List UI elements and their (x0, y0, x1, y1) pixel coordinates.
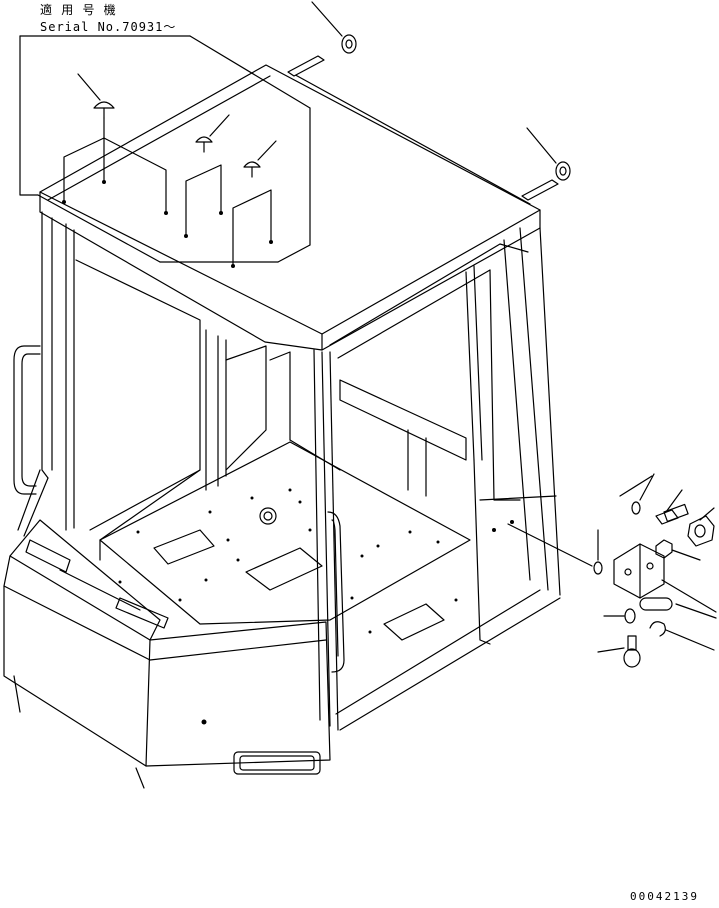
washer-icon (632, 502, 640, 514)
striker-plate-icon (640, 598, 672, 610)
push-clip-icon (196, 115, 229, 152)
grommet-icon (288, 2, 356, 76)
roof-clip-leaders (64, 138, 271, 266)
applicability-label: 適 用 号 機 (40, 3, 117, 17)
step-handle (234, 752, 320, 774)
push-clip-icon (244, 141, 276, 177)
grab-handle-left (14, 346, 40, 494)
cab-floor (100, 380, 470, 640)
push-clip-icon (78, 74, 114, 138)
washer-icon (508, 524, 602, 574)
washer-icon (625, 609, 635, 623)
clip-icon (650, 622, 665, 636)
nut-icon (688, 516, 714, 546)
front-console (4, 520, 330, 788)
roof-panel (40, 65, 540, 350)
cab-frame (18, 212, 560, 730)
nut-icon (656, 540, 672, 558)
rear-window (76, 260, 340, 540)
serial-bracket (20, 36, 310, 262)
grab-handle-right (328, 512, 344, 672)
document-number: 00042139 (630, 890, 699, 903)
latch-bracket (614, 544, 664, 598)
leader-lines (598, 474, 716, 652)
knob-bolt-icon (624, 636, 640, 667)
roof-holes (62, 180, 273, 268)
floor-holes (118, 488, 514, 725)
serial-number-label: Serial No.70931～ (40, 20, 177, 34)
bolt-icon (656, 504, 688, 524)
grommet-icon (522, 128, 570, 200)
